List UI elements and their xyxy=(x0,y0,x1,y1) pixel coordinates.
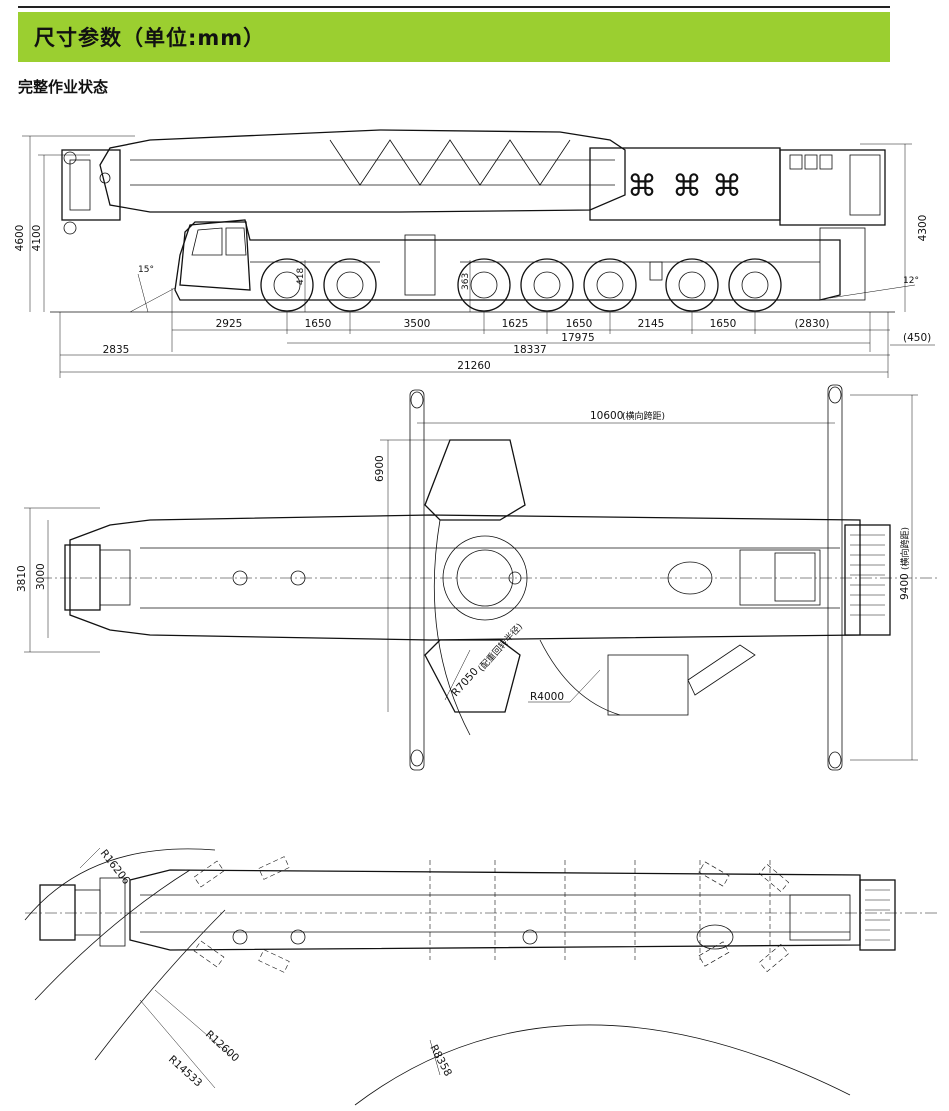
counterweight-radius-r4000: R4000 xyxy=(530,691,564,703)
turn-radius-r14533: R14533 xyxy=(166,1053,204,1089)
turn-radius-r8358: R8358 xyxy=(427,1043,454,1079)
outrigger-span-9400-note: (横向跨距) xyxy=(899,527,911,570)
front-dim-6900: 6900 xyxy=(374,455,386,482)
spacing-1625: 1625 xyxy=(502,318,529,330)
length-2835: 2835 xyxy=(103,344,130,356)
overhang-450: (450) xyxy=(903,332,931,344)
outrigger-span-9400: 9400 xyxy=(899,573,911,600)
turning-view: R16206 R12600 R14533 R8358 xyxy=(24,847,940,1106)
width-3000: 3000 xyxy=(35,563,47,590)
section-title: 尺寸参数（单位:mm） xyxy=(34,26,266,50)
spacing-1650a: 1650 xyxy=(305,318,332,330)
spacing-3500: 3500 xyxy=(404,318,431,330)
height-4300: 4300 xyxy=(917,215,929,242)
outrigger-span-10600: 10600 xyxy=(590,410,623,422)
approach-angle: 15° xyxy=(138,265,154,275)
height-4600: 4600 xyxy=(14,225,26,252)
spacing-2145: 2145 xyxy=(638,318,665,330)
turn-radius-r12600: R12600 xyxy=(203,1028,241,1064)
svg-text:⌘: ⌘ xyxy=(712,169,742,204)
axle-label-363: 363 xyxy=(461,273,471,290)
outrigger-span-10600-note: (横向跨距) xyxy=(622,410,665,422)
spacing-1650c: 1650 xyxy=(710,318,737,330)
section-subtitle: 完整作业状态 xyxy=(18,78,109,96)
departure-angle: 12° xyxy=(903,276,919,286)
width-3810: 3810 xyxy=(16,565,28,592)
top-view: 10600 (横向跨距) 6900 xyxy=(16,384,940,771)
svg-text:⌘: ⌘ xyxy=(627,169,657,204)
side-view: 4600 4100 4300 ⌘ ⌘ ⌘ xyxy=(14,129,935,378)
spacing-1650b: 1650 xyxy=(566,318,593,330)
wheels xyxy=(260,258,782,312)
spacing-2925: 2925 xyxy=(216,318,243,330)
length-21260: 21260 xyxy=(457,360,490,372)
spacing-2830: (2830) xyxy=(795,318,830,330)
axle-label-418: 418 xyxy=(296,268,306,285)
section-banner: 尺寸参数（单位:mm） xyxy=(18,12,890,62)
length-18337: 18337 xyxy=(513,344,546,356)
height-4100: 4100 xyxy=(31,225,43,252)
top-rule xyxy=(18,6,890,8)
svg-text:⌘: ⌘ xyxy=(672,169,702,204)
turn-radius-r16206: R16206 xyxy=(98,847,133,887)
length-17975: 17975 xyxy=(561,332,594,344)
